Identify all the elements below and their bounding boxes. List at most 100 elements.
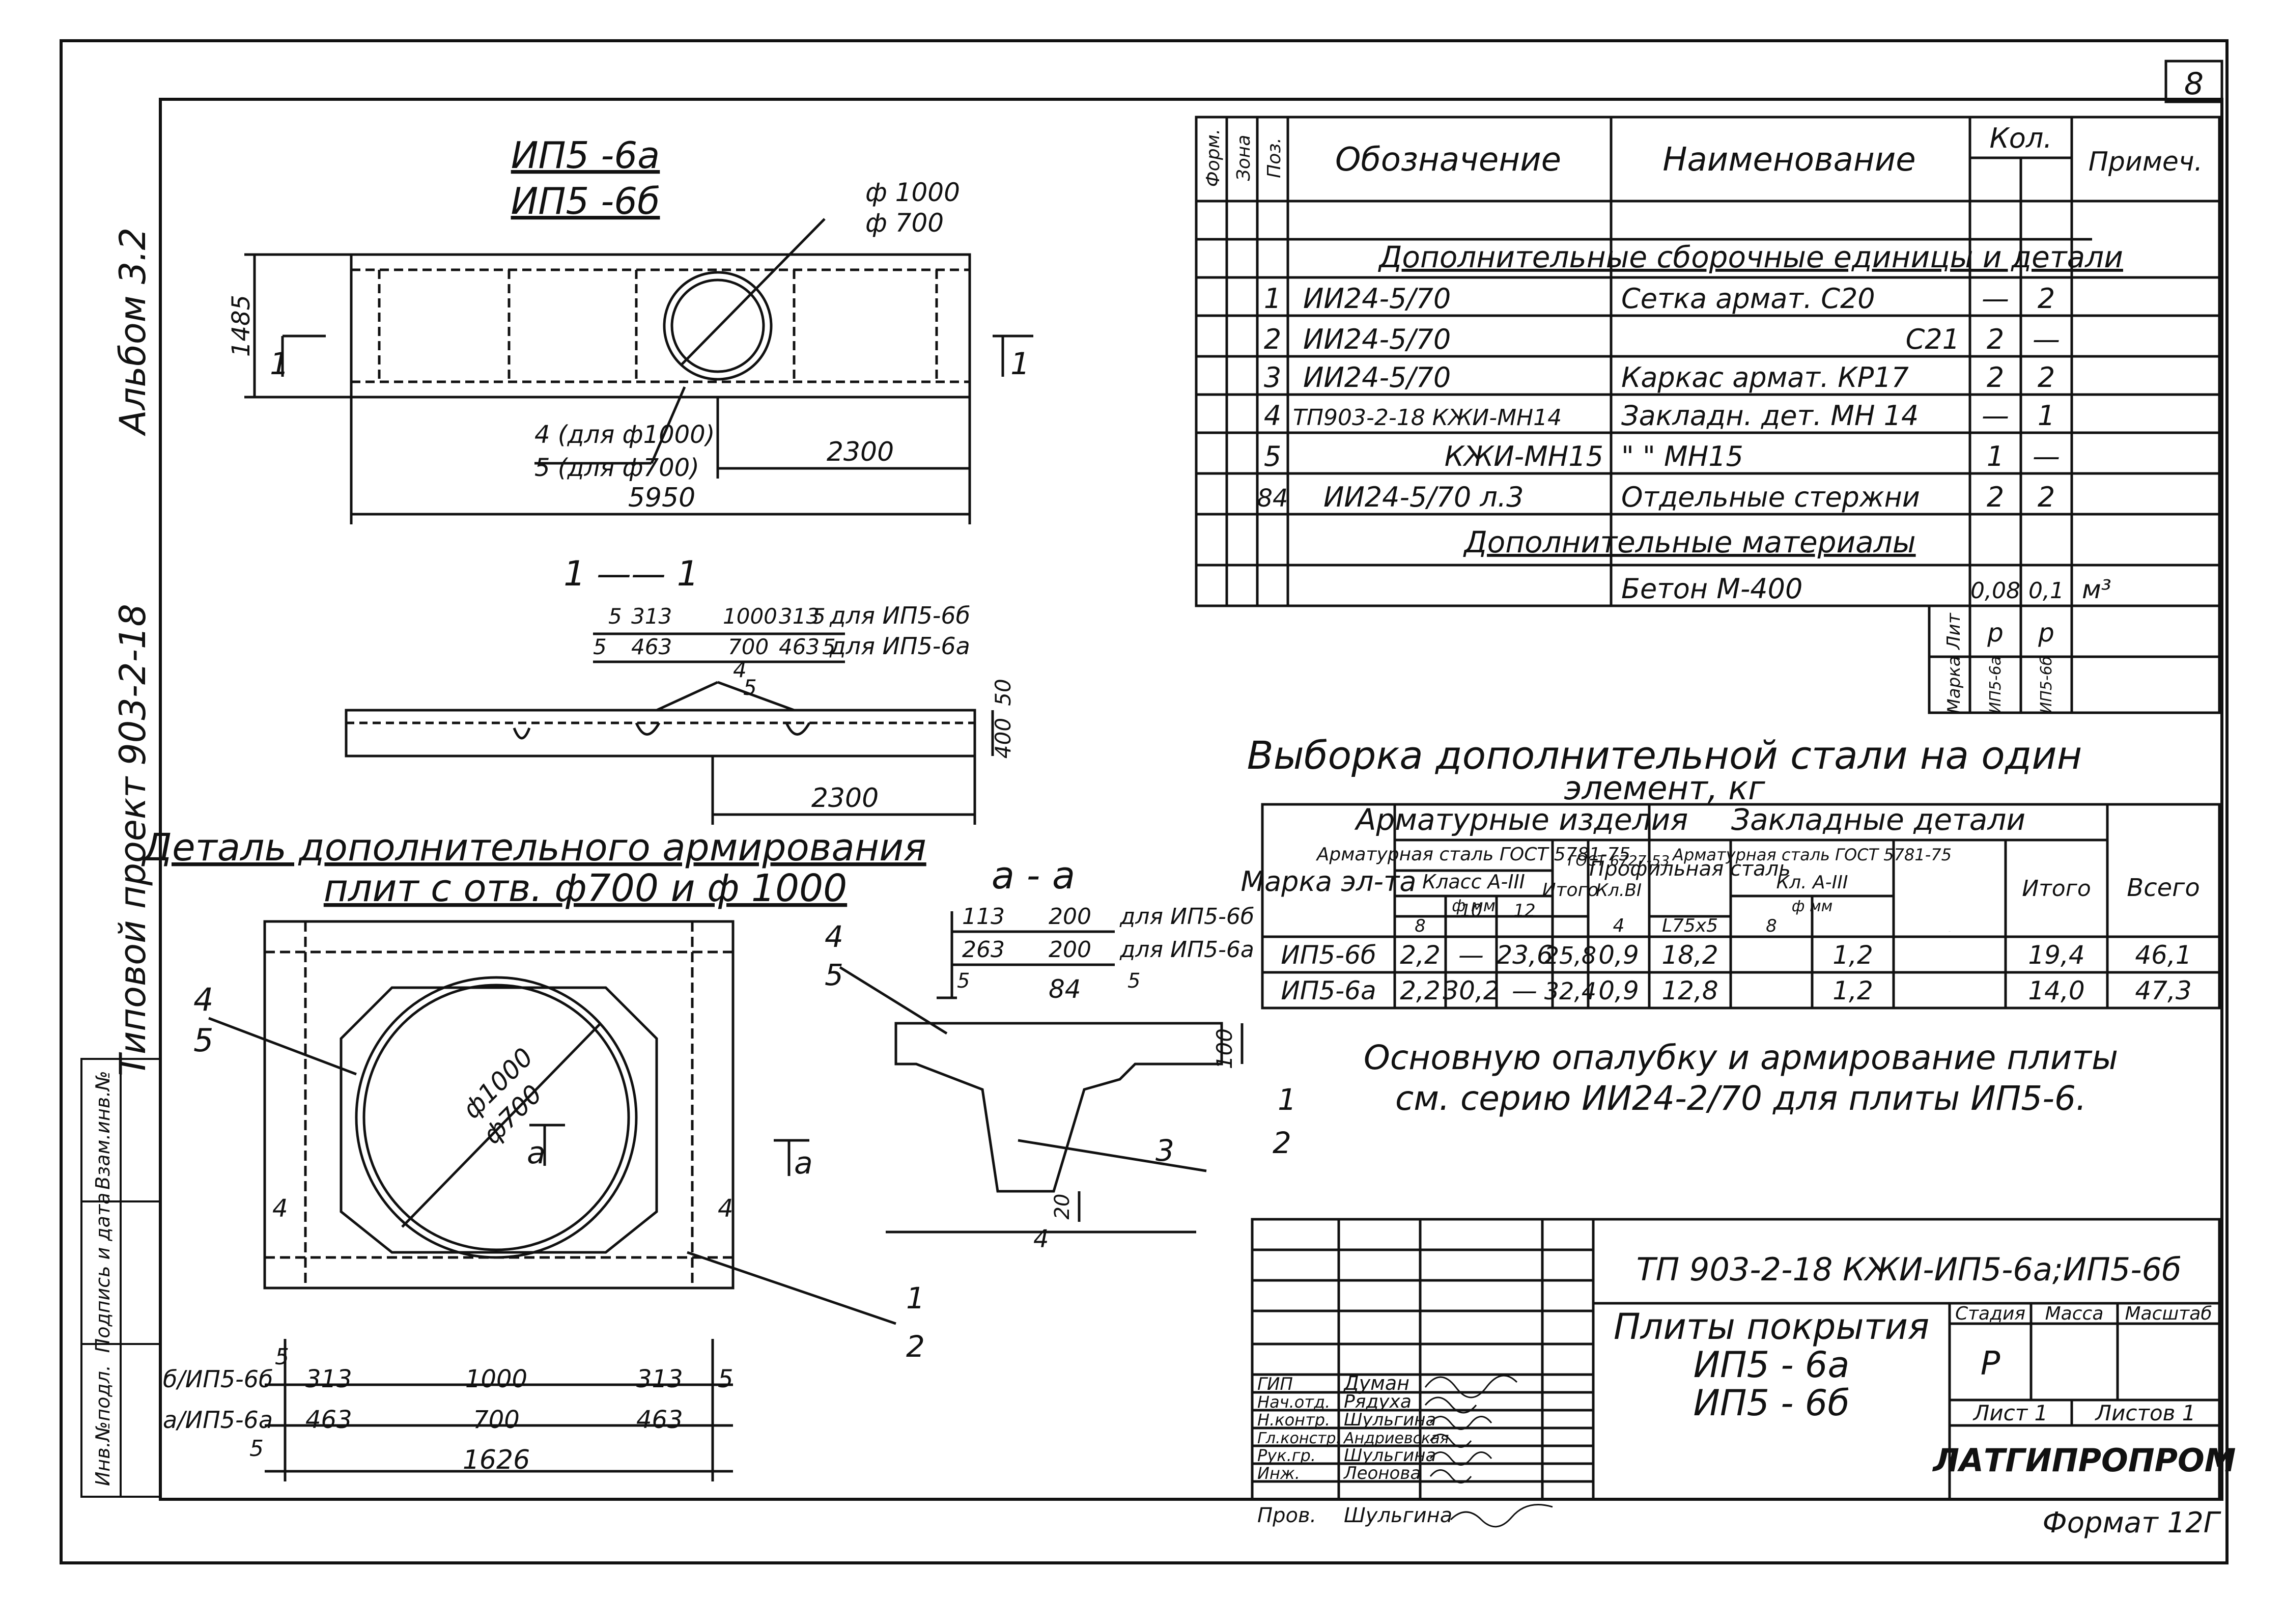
aa-leader-4: 4 bbox=[825, 919, 843, 954]
tb-pname-2: Рядуха bbox=[1344, 1391, 1412, 1412]
spec-r3-q1: 2 bbox=[1987, 361, 2004, 394]
steel-r2-v4: 0,9 bbox=[1598, 976, 1639, 1005]
spec-concrete-q2: 0,1 bbox=[2028, 578, 2064, 604]
detail-title-2: плит с отв. ф700 и ф 1000 bbox=[324, 866, 847, 910]
spec-r3-des: ИИ24-5/70 bbox=[1303, 361, 1451, 394]
sec11-r1-4: 5 bbox=[812, 604, 826, 629]
steel-h-gost: ГОСТ 6727-53 bbox=[1568, 852, 1670, 869]
steel-r1-v8: 2,2 bbox=[1400, 940, 1441, 970]
steel-r2-sum2: 14,0 bbox=[2028, 976, 2084, 1005]
aa-r2-0: 263 bbox=[962, 937, 1005, 963]
tb-pname-4: Андриевская bbox=[1343, 1430, 1449, 1447]
tb-h-scale: Масштаб bbox=[2125, 1303, 2212, 1324]
aa-title: а - а bbox=[992, 854, 1075, 898]
project-label: Типовой проект 903-2-18 bbox=[112, 604, 154, 1076]
sec11-r1-1: 313 bbox=[631, 604, 672, 629]
tb-name-3: ИП5 - 6б bbox=[1693, 1382, 1849, 1424]
steel-r1-e8: 1,2 bbox=[1832, 940, 1873, 970]
steel-sub-4: 4 bbox=[1613, 915, 1625, 936]
plan-dia-1: ф 1000 bbox=[865, 178, 960, 207]
detail-view: Деталь дополнительного армирования плит … bbox=[141, 826, 926, 1481]
steel-sub-12: 12 bbox=[1513, 901, 1535, 921]
steel-h-arm: Арматурные изделия bbox=[1354, 802, 1688, 837]
tb-format: Формат 12Г bbox=[2043, 1506, 2221, 1539]
sec11-r2-4: 5 bbox=[822, 634, 836, 659]
plan-dim-5950: 5950 bbox=[628, 483, 695, 513]
aa-r1-1: 200 bbox=[1049, 904, 1091, 930]
spec-r5-pos: 5 bbox=[1264, 440, 1281, 472]
plan-dim-2300: 2300 bbox=[827, 437, 894, 467]
spec-h-zone: Зона bbox=[1233, 135, 1254, 181]
aa-pos-1: 1 bbox=[1278, 1082, 1296, 1117]
aa-leader-5: 5 bbox=[825, 958, 843, 992]
tb-sheet: Лист 1 bbox=[1972, 1401, 2048, 1425]
sheet-number: 8 bbox=[2184, 66, 2204, 102]
spec-table: Форм. Зона Поз. Обозначение Наименование… bbox=[1195, 116, 2221, 714]
sec11-r2-0: 5 bbox=[593, 634, 607, 659]
spec-r5-q1: 1 bbox=[1987, 440, 2004, 472]
tb-name-2: ИП5 - 6а bbox=[1694, 1344, 1850, 1386]
detail-row2-1: 700 bbox=[473, 1406, 520, 1434]
stamp-col-1: Инв.№подл. bbox=[92, 1365, 114, 1486]
spec-r1-des: ИИ24-5/70 bbox=[1303, 283, 1451, 315]
detail-row2-0: 463 bbox=[305, 1406, 352, 1434]
plan-note-1: 4 (для ф1000) bbox=[534, 421, 715, 449]
stamp-col-3: Взам.инв.№ bbox=[92, 1071, 114, 1190]
spec-r3-q2: 2 bbox=[2038, 361, 2055, 394]
sec11-r1-label: для ИП5-6б bbox=[829, 602, 970, 629]
detail-dim-5: 5 bbox=[249, 1436, 264, 1462]
steel-r1-v12: 23,6 bbox=[1496, 940, 1553, 970]
spec-r2-pos: 2 bbox=[1264, 323, 1281, 355]
detail-row1-3: 313 bbox=[636, 1365, 683, 1393]
spec-r5-des: КЖИ-МН15 bbox=[1445, 440, 1603, 472]
detail-row1-1: 313 bbox=[305, 1365, 352, 1393]
tb-sheets: Листов 1 bbox=[2095, 1401, 2196, 1425]
left-stamp bbox=[80, 1058, 161, 1498]
steel-r1-sum1: 25,8 bbox=[1544, 942, 1596, 969]
steel-r2-e8: 1,2 bbox=[1832, 976, 1873, 1005]
detail-bar-1: 4 bbox=[272, 1194, 288, 1223]
steel-r2-v12: — bbox=[1512, 976, 1537, 1005]
spec-concrete-name: Бетон М-400 bbox=[1621, 573, 1802, 605]
aa-dim-20: 20 bbox=[1051, 1194, 1074, 1220]
sec11-r1-2: 1000 bbox=[723, 604, 777, 629]
spec-h-form: Форм. bbox=[1203, 129, 1224, 187]
section-1-1: 1 —— 1 5 313 1000 313 5 для ИП5-6б 5 463… bbox=[345, 554, 1016, 825]
aa-r2-label: для ИП5-6а bbox=[1119, 937, 1254, 963]
spec-h-name: Наименование bbox=[1662, 141, 1915, 179]
steel-r2-sum1: 32,4 bbox=[1544, 977, 1596, 1005]
spec-r5-q2: — bbox=[2033, 440, 2060, 472]
tb-h-mass: Масса bbox=[2045, 1303, 2104, 1324]
steel-r2-prof: 12,8 bbox=[1661, 976, 1718, 1005]
tb-stage: Р bbox=[1981, 1345, 2000, 1383]
steel-h-class: Класс А-III bbox=[1422, 871, 1525, 893]
tb-role-3: Н.контр. bbox=[1257, 1410, 1330, 1430]
stamp-col-2: Подпись и дата bbox=[92, 1193, 114, 1353]
spec-sub-lit-q1: р bbox=[1987, 618, 2004, 648]
steel-h-arm-steel: Арматурная сталь ГОСТ 5781-75 bbox=[1316, 844, 1630, 865]
tb-role-7: Пров. bbox=[1257, 1504, 1316, 1527]
spec-r1-q2: 2 bbox=[2038, 283, 2055, 315]
tb-pname-5: Шульгина bbox=[1344, 1445, 1436, 1466]
note-line-2: см. серию ИИ24-2/70 для плиты ИП5-6. bbox=[1395, 1079, 2086, 1118]
spec-r4-name: Закладн. дет. МН 14 bbox=[1621, 400, 1919, 432]
inner-frame bbox=[159, 98, 2223, 1501]
spec-concrete-unit: м³ bbox=[2082, 575, 2111, 604]
detail-leader-4: 4 bbox=[193, 981, 213, 1018]
spec-sub-lit-q2: р bbox=[2038, 618, 2054, 648]
album-label: Альбом 3.2 bbox=[112, 228, 154, 436]
steel-h-emb: Закладные детали bbox=[1731, 802, 2025, 837]
spec-r6-q1: 2 bbox=[1987, 481, 2004, 513]
steel-sub-l75: L75х5 bbox=[1662, 915, 1718, 936]
spec-r6-name: Отдельные стержни bbox=[1621, 481, 1920, 513]
spec-r6-q2: 2 bbox=[2038, 481, 2055, 513]
note-line-1: Основную опалубку и армирование плиты bbox=[1364, 1038, 2118, 1077]
aa-bar-mark: 4 bbox=[1033, 1225, 1049, 1253]
detail-cut-label-1: а bbox=[527, 1135, 546, 1171]
plan-title-1: ИП5 -6а bbox=[511, 134, 660, 177]
tb-role-2: Нач.отд. bbox=[1257, 1392, 1330, 1412]
plan-cut-right: 1 bbox=[1010, 346, 1030, 382]
steel-r1-prof: 18,2 bbox=[1661, 940, 1718, 970]
sheet-number-box bbox=[2164, 60, 2223, 103]
